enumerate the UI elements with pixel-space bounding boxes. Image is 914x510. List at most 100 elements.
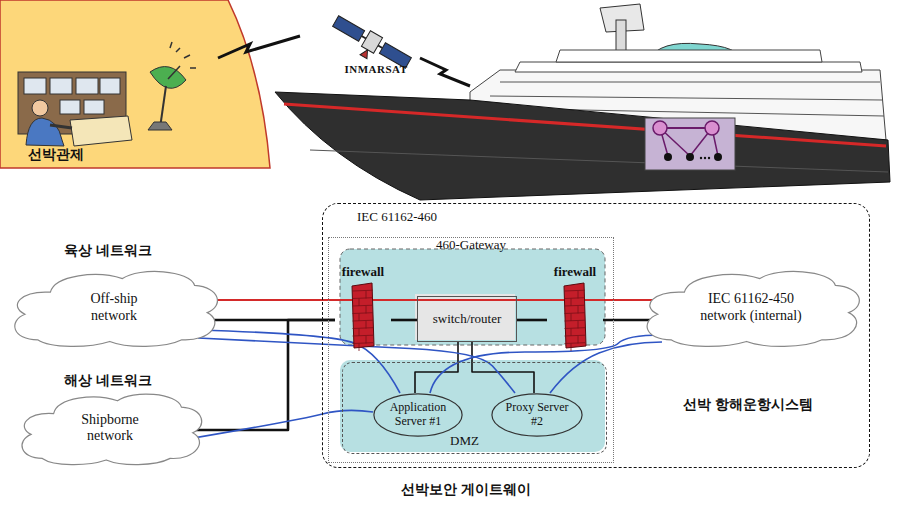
shape-inner: Shipborne network	[16, 388, 204, 468]
ship	[664, 153, 672, 161]
ship	[556, 50, 822, 62]
switch-box: switch/router	[417, 296, 517, 342]
brick-joint	[353, 335, 374, 337]
brick-joint	[353, 342, 374, 344]
control-room	[0, 0, 270, 168]
region-label: 선박보안 게이트웨이	[401, 481, 532, 499]
cloud-shape	[647, 271, 859, 346]
switch-label: switch/router	[433, 311, 502, 327]
firewall-label: firewall	[335, 264, 391, 280]
ship	[660, 127, 712, 129]
dish-antenna	[148, 122, 172, 130]
brick-joint	[353, 297, 374, 299]
network-label: Off-ship network	[69, 291, 159, 323]
control-room	[76, 78, 98, 94]
control-room	[50, 125, 72, 128]
brick-joint	[578, 321, 579, 329]
satellite	[361, 31, 382, 54]
control-room	[50, 78, 72, 94]
brick-joint	[366, 291, 367, 299]
firewall-brick	[352, 283, 374, 348]
ship	[275, 4, 890, 200]
firewall: firewall	[335, 264, 391, 348]
dish-antenna	[150, 67, 186, 89]
satellite	[333, 16, 365, 41]
network-link	[517, 319, 547, 322]
brick-joint	[565, 305, 586, 307]
ship	[490, 96, 882, 100]
brick-joint	[565, 290, 586, 292]
dish-antenna	[148, 42, 196, 130]
server-label: Proxy Server #2	[504, 401, 570, 429]
shape-inner: Proxy Server #2	[491, 393, 583, 437]
boundary-title: IEC 61162-460	[357, 209, 437, 225]
control-room	[0, 0, 270, 168]
brick-joint	[359, 344, 360, 352]
ship	[686, 153, 694, 161]
satellite	[360, 48, 371, 59]
brick-joint	[571, 314, 572, 322]
cloud-shape	[15, 271, 218, 346]
server-ellipse-shape	[492, 394, 582, 436]
brick-joint	[359, 314, 360, 322]
region-label: 선박관제	[28, 146, 84, 164]
brick-joint	[565, 297, 586, 299]
brick-joint	[353, 327, 374, 329]
region-label: 해상 네트워크	[64, 372, 153, 390]
server-ellipse: Proxy Server #2	[491, 393, 583, 437]
gateway-title: 460-Gateway	[329, 238, 613, 251]
brick-joint	[571, 299, 572, 307]
network-cloud: Off-ship network	[8, 265, 220, 350]
firewall: firewall	[547, 264, 603, 348]
dish-antenna	[168, 66, 180, 79]
region-label: 육상 네트워크	[64, 242, 153, 260]
brick-joint	[359, 299, 360, 307]
brick-joint	[565, 320, 586, 322]
ship	[705, 121, 719, 135]
gateway-panels	[340, 360, 605, 452]
network-link	[472, 342, 534, 393]
firewall-label: firewall	[547, 264, 603, 280]
satellite	[327, 13, 413, 78]
brick-joint	[359, 329, 360, 337]
ship	[310, 150, 888, 172]
brick-joint	[353, 290, 374, 292]
control-room	[84, 100, 104, 114]
brick-joint	[565, 342, 586, 344]
brick-joint	[366, 336, 367, 344]
zone-label: DMZ	[343, 433, 586, 449]
brick-joint	[578, 306, 579, 314]
server-ellipse: Application Server #1	[373, 393, 463, 437]
brick-joint	[353, 320, 374, 322]
brick-joint	[565, 327, 586, 329]
gateway-panels	[340, 249, 605, 452]
ship	[714, 153, 722, 161]
control-room	[100, 78, 120, 94]
dmz-zone: DMZ Application Server #1 Proxy Server #2	[342, 362, 607, 454]
radio-link	[218, 36, 300, 58]
radio-link	[420, 58, 470, 86]
firewall-brick	[564, 283, 586, 348]
brick-joint	[353, 312, 374, 314]
ship	[515, 62, 862, 72]
server-ellipse-shape	[374, 394, 462, 436]
box-inner: switch/router	[418, 297, 516, 341]
region-label: INMARSAT	[344, 63, 407, 75]
brick-joint	[565, 335, 586, 337]
server-label: Application Server #1	[385, 401, 451, 429]
brick-joint	[578, 336, 579, 344]
network-link	[550, 342, 662, 393]
ship	[645, 118, 735, 170]
network-label: IEC 61162-450 network (internal)	[686, 291, 816, 323]
network-cloud: IEC 61162-450 network (internal)	[640, 265, 862, 350]
network-label: Shipborne network	[65, 412, 155, 444]
ship	[700, 157, 702, 159]
brick-joint	[571, 329, 572, 337]
gateway-box: 460-Gateway firewall switch/router firewall…	[328, 237, 614, 463]
shape-inner: Application Server #1	[373, 393, 463, 437]
ship	[275, 92, 890, 200]
radio-link	[218, 36, 470, 86]
ship	[653, 121, 667, 135]
ship	[704, 157, 706, 159]
